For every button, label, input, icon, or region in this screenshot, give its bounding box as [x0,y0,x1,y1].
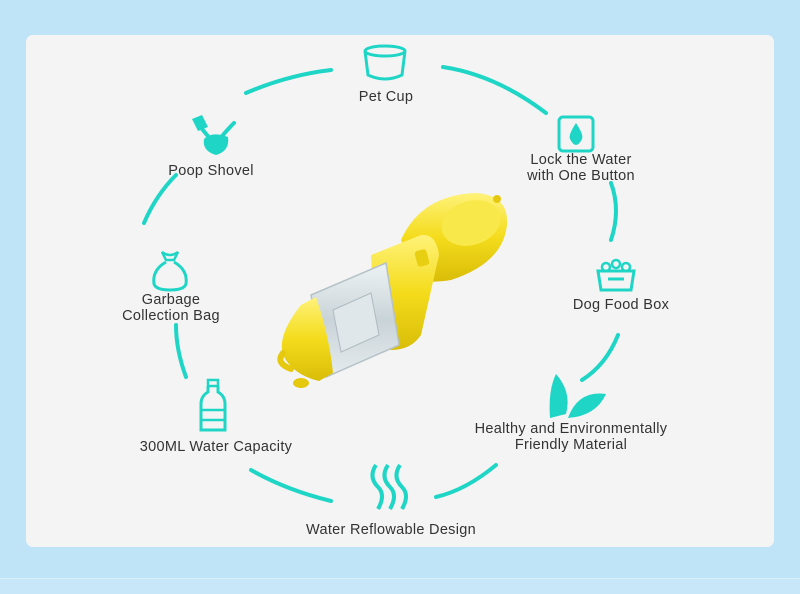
ring-arc [142,173,178,225]
food-box-icon [596,258,636,292]
feature-ring [142,65,620,503]
ring-arc [580,333,620,382]
garbage-bag-label: Garbage Collection Bag [106,292,236,324]
ring-arc [249,468,333,503]
material-line1: Healthy and Environmentally [474,421,668,437]
garbage-bag-line2: Collection Bag [122,308,220,324]
leaf-icon [549,374,606,418]
reflowable-label: Water Reflowable Design [306,522,476,538]
ring-arc [174,323,188,379]
garbage-bag-icon [152,250,188,292]
ring-arc [244,68,333,95]
water-drop-lock-icon [557,115,595,153]
lock-water-label: Lock the Water with One Button [496,152,666,184]
lock-water-line2: with One Button [527,168,635,184]
garbage-bag-line1: Garbage [141,292,201,308]
poop-shovel-label: Poop Shovel [168,163,254,179]
ring-arc [441,65,548,115]
cup-icon [363,44,407,81]
material-line2: Friendly Material [514,437,628,453]
feature-card: Pet Cup Lock the Water with One Button D… [26,35,774,547]
pet-water-bottle-image [277,193,508,388]
bottom-strip [0,578,800,594]
lock-water-line1: Lock the Water [530,152,632,168]
ring-arc [609,181,618,242]
dog-food-box-label: Dog Food Box [572,297,670,313]
material-label: Healthy and Environmentally Friendly Mat… [446,421,696,453]
water-bottle-icon [199,378,227,432]
water-wave-icon [370,463,408,510]
ring-arc [434,463,498,499]
capacity-label: 300ML Water Capacity [139,439,293,455]
pet-cup-label: Pet Cup [358,89,414,105]
shovel-icon [192,115,229,155]
